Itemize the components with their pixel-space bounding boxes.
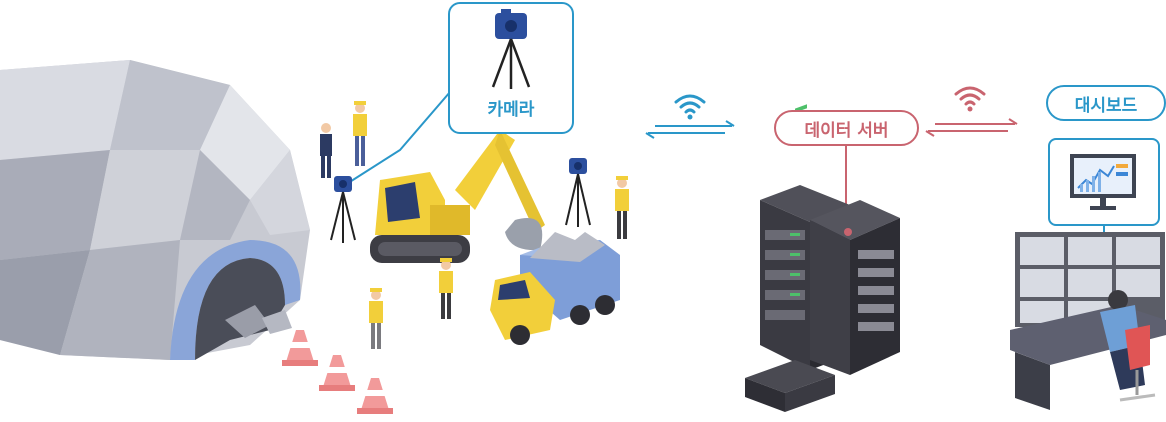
data-flow-arrows-left xyxy=(645,120,735,139)
wifi-icon xyxy=(954,86,986,112)
camera-label: 카메라 xyxy=(487,100,535,120)
server-rack xyxy=(760,185,900,375)
excavator xyxy=(370,130,545,263)
dump-truck xyxy=(490,232,620,345)
wifi-icon xyxy=(674,94,706,120)
dashboard-label: 대시보드 xyxy=(1074,95,1138,116)
tunnel-rock xyxy=(0,60,310,360)
workers xyxy=(320,101,629,349)
camera-tripod-icon xyxy=(565,158,591,227)
control-room xyxy=(1010,232,1166,410)
dashboard-label-box: 대시보드 xyxy=(1046,85,1166,121)
data-flow-arrows-right xyxy=(925,118,1018,137)
camera-tripod-icon xyxy=(491,9,531,89)
network-switch xyxy=(745,104,835,412)
camera-label-box: 카메라 xyxy=(448,2,574,134)
traffic-cones xyxy=(282,330,393,414)
server-label: 데이터 서버 xyxy=(804,120,889,141)
server-label-box: 데이터 서버 xyxy=(774,110,919,146)
camera-connector-line xyxy=(344,91,451,186)
monitor-chart-icon xyxy=(1070,154,1136,210)
camera-tripod-icon xyxy=(330,176,356,243)
dashboard-monitor-frame xyxy=(1048,138,1160,226)
